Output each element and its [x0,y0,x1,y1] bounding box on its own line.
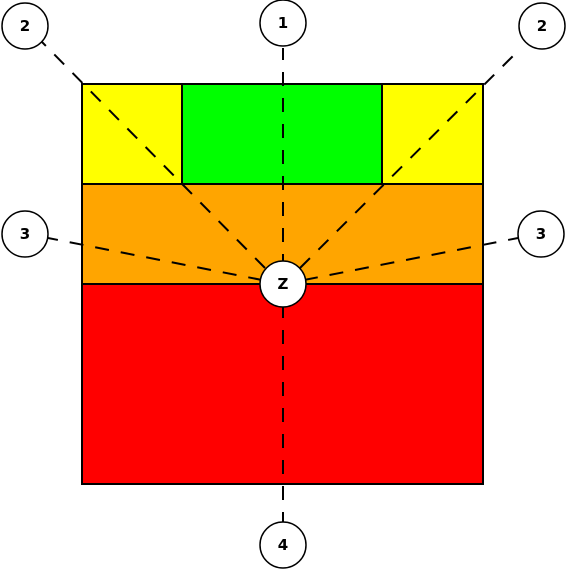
center-marker: Z [259,260,307,308]
marker-left-label: 3 [20,225,30,243]
center-marker-label: Z [278,275,289,293]
marker-top-left: 2 [1,2,49,50]
marker-bottom: 4 [259,521,307,569]
ray-left [47,237,263,281]
marker-right-label: 3 [536,225,546,243]
marker-right: 3 [517,210,565,258]
marker-top-right: 2 [518,2,566,50]
marker-left: 3 [1,210,49,258]
ray-top-left [41,41,266,269]
zone-top-right [381,83,484,185]
ray-right [303,237,519,281]
marker-top-left-label: 2 [20,17,30,35]
marker-top-center-label: 1 [278,14,288,32]
marker-bottom-label: 4 [278,536,288,554]
marker-top-right-label: 2 [537,17,547,35]
marker-top-center: 1 [259,0,307,47]
